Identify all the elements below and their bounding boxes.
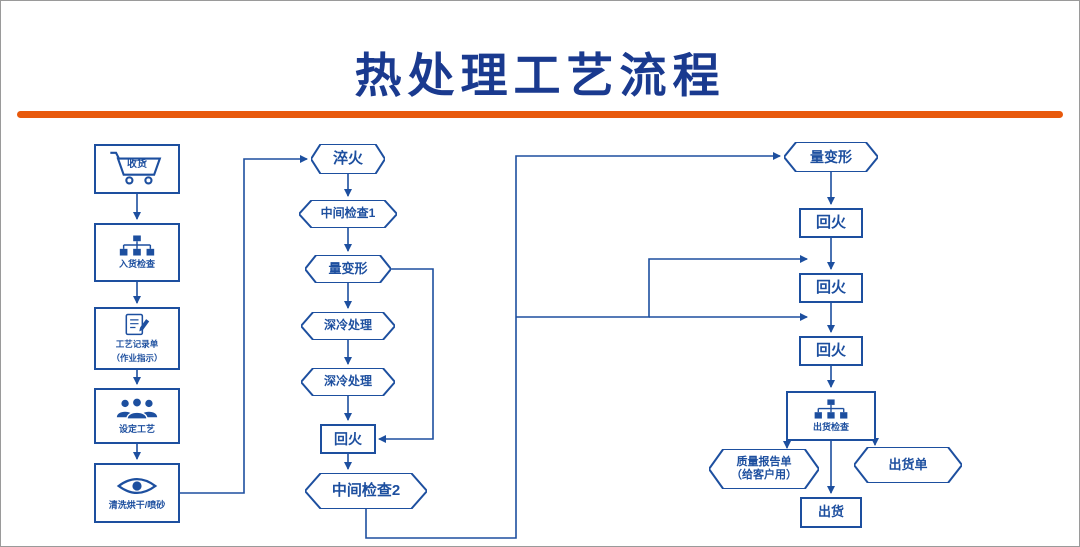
node-shipping-slip: 出货单: [854, 447, 962, 483]
node-label-group: 质量报告单 （给客户用）: [731, 456, 797, 481]
node-quality-report: 质量报告单 （给客户用）: [709, 449, 819, 489]
node-cryogenic-treatment-2: 深冷处理: [301, 368, 395, 396]
cart-icon: [110, 151, 162, 185]
node-label: 收货: [127, 159, 147, 170]
node-label: 中间检查2: [331, 482, 401, 500]
node-cryogenic-treatment-1: 深冷处理: [301, 312, 395, 340]
node-label: 清洗烘干/喷砂: [108, 499, 166, 510]
hexagon-shape: [854, 447, 962, 483]
org-chart-icon: [814, 399, 848, 419]
node-interim-inspection-2: 中间检查2: [305, 473, 427, 509]
node-set-process: 设定工艺: [94, 388, 180, 444]
orange-divider: [17, 111, 1063, 118]
node-tempering: 回火: [320, 424, 376, 454]
node-label: 量变形: [810, 148, 852, 165]
node-label: 入货检查: [118, 258, 155, 269]
node-label: 出货单: [888, 456, 928, 472]
eye-icon: [116, 477, 158, 494]
node-label: 回火: [334, 430, 362, 447]
node-measure-deformation-2: 量变形: [784, 142, 878, 172]
hexagon-shape: [305, 473, 427, 509]
node-sublabel: （作业指示）: [111, 352, 163, 363]
hexagon-shape: [784, 142, 878, 172]
node-label: 深冷处理: [323, 318, 372, 333]
org-chart-icon: [119, 235, 155, 256]
page-title: 热处理工艺流程: [354, 49, 726, 102]
node-tempering-1: 回火: [799, 208, 863, 238]
node-receive-goods: 收货: [94, 144, 180, 194]
node-label: 工艺记录单: [115, 338, 159, 349]
node-label: 出货: [817, 504, 844, 520]
node-label: 量变形: [328, 260, 368, 276]
hexagon-shape: [301, 312, 395, 340]
node-label: 设定工艺: [118, 424, 155, 435]
node-label: 淬火: [332, 150, 363, 168]
node-label: 深冷处理: [323, 374, 372, 389]
node-process-record: 工艺记录单 （作业指示）: [94, 307, 180, 370]
node-cleaning-drying: 清洗烘干/喷砂: [94, 463, 180, 523]
node-incoming-inspection: 入货检查: [94, 223, 180, 282]
node-shipping-inspection: 出货检查: [786, 391, 876, 441]
people-icon: [116, 397, 158, 421]
node-label: 回火: [815, 279, 846, 297]
node-tempering-2: 回火: [799, 273, 863, 303]
node-label: 回火: [815, 342, 846, 360]
hexagon-shape: [709, 449, 819, 489]
hexagon-shape: [305, 255, 391, 283]
node-label: 回火: [815, 214, 846, 232]
node-quenching: 淬火: [311, 144, 385, 174]
hexagon-shape: [299, 200, 397, 228]
node-label: 中间检查1: [320, 206, 376, 221]
hexagon-shape: [311, 144, 385, 174]
node-label: 出货检查: [812, 421, 849, 432]
node-tempering-3: 回火: [799, 336, 863, 366]
node-sublabel: （给客户用）: [731, 469, 797, 481]
node-measure-deformation: 量变形: [305, 255, 391, 283]
document-icon: [125, 313, 150, 336]
node-shipment: 出货: [800, 497, 862, 528]
node-interim-inspection-1: 中间检查1: [299, 200, 397, 228]
node-label: 质量报告单: [736, 456, 792, 469]
hexagon-shape: [301, 368, 395, 396]
